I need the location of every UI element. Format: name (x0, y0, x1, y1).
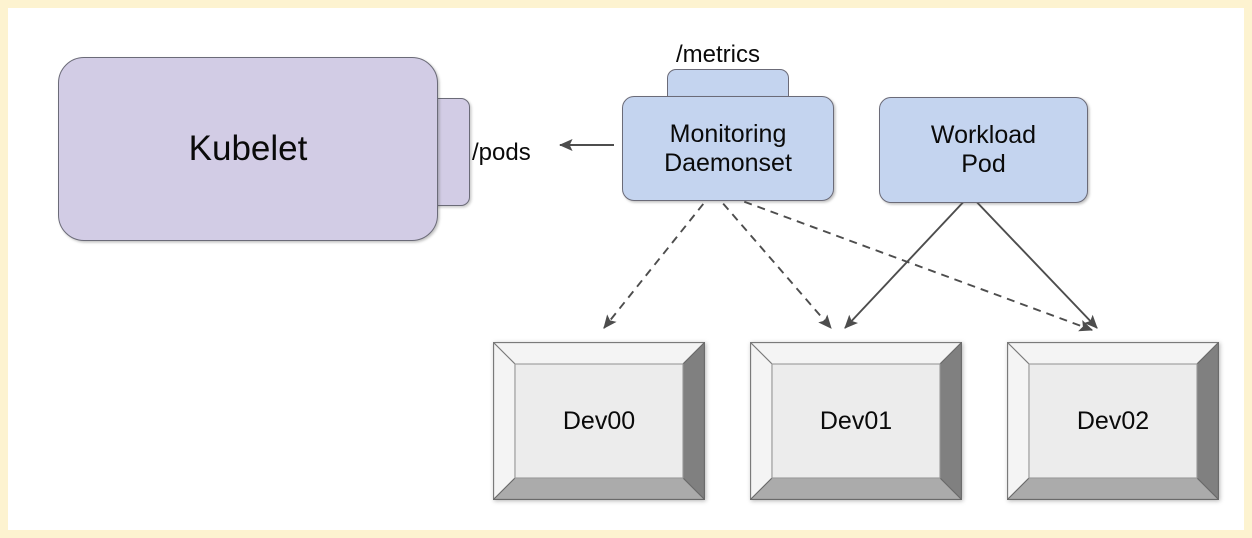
node-dev01[interactable]: Dev01 (750, 342, 962, 500)
diagram-canvas: Kubelet /pods /metrics Monitoring Daemon… (8, 8, 1244, 530)
pods-endpoint-label: /pods (472, 139, 531, 166)
device-frame-icon (1007, 342, 1219, 500)
node-kubelet[interactable]: Kubelet (58, 57, 438, 241)
node-workload-pod-label-line1: Workload (930, 121, 1037, 150)
node-workload-pod-label-line2: Pod (961, 150, 1006, 178)
edge-workload-to-dev02 (970, 195, 1098, 329)
node-monitoring-daemonset-label-line2: Daemonset (664, 148, 792, 177)
node-monitoring-daemonset-label-line1: Monitoring (669, 119, 787, 148)
node-kubelet-label: Kubelet (188, 128, 308, 168)
node-dev00[interactable]: Dev00 (493, 342, 705, 500)
node-dev02[interactable]: Dev02 (1007, 342, 1219, 500)
edge-monitoring-to-dev01 (713, 192, 832, 329)
metrics-endpoint-label: /metrics (676, 41, 760, 68)
edge-monitoring-to-dev00 (603, 192, 713, 329)
device-frame-icon (493, 342, 705, 500)
edge-workload-to-dev01 (844, 195, 970, 329)
device-frame-icon (750, 342, 962, 500)
node-monitoring-daemonset[interactable]: Monitoring Daemonset (622, 96, 834, 201)
edge-monitoring-to-dev02 (717, 191, 1094, 332)
node-workload-pod[interactable]: Workload Pod (879, 97, 1088, 203)
